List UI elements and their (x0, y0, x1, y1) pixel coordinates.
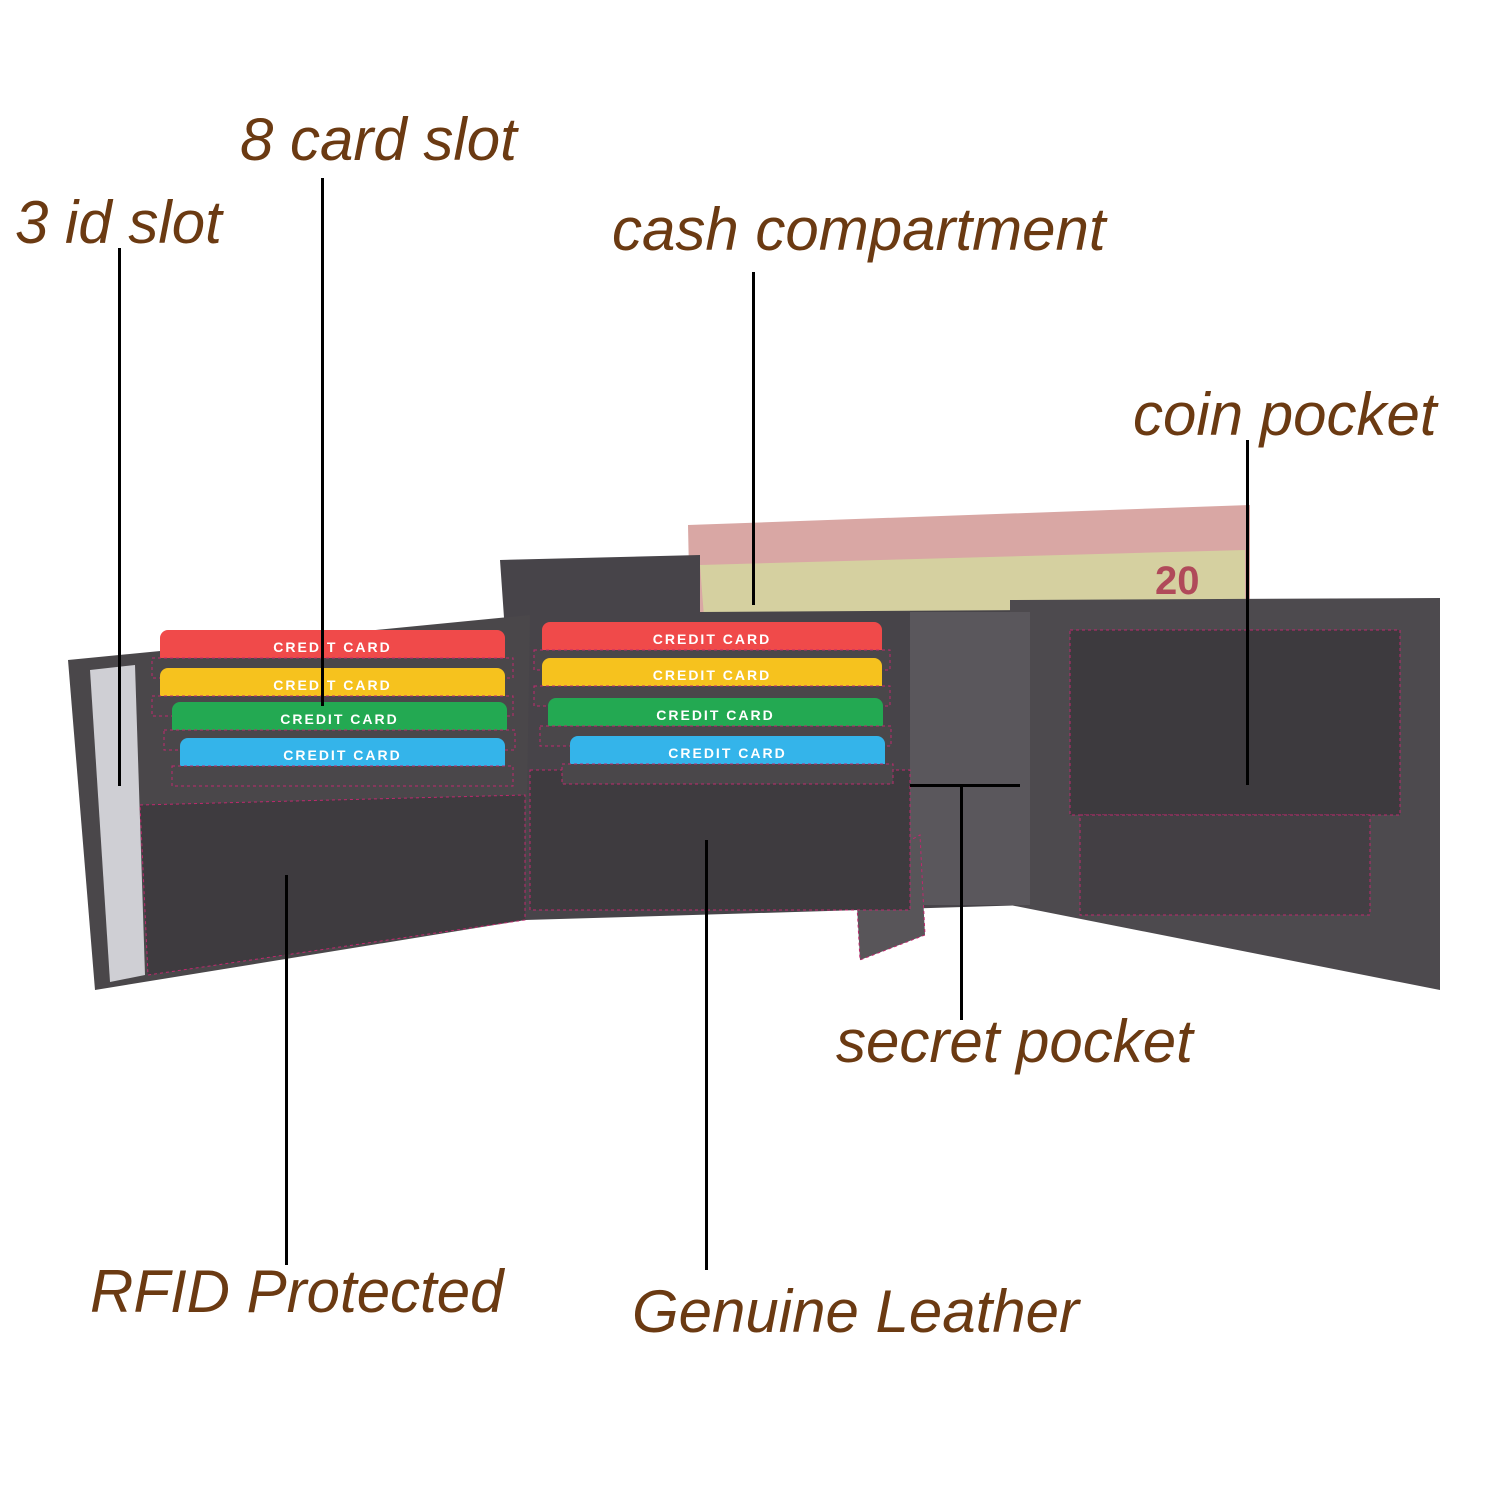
coin-pocket-flap (1069, 629, 1401, 816)
credit-card-text: CREDIT CARD (283, 747, 401, 763)
label-id-slot: 3 id slot (15, 189, 222, 256)
credit-card-text: CREDIT CARD (656, 707, 774, 723)
credit-card-text: CREDIT CARD (668, 745, 786, 761)
credit-card-text: CREDIT CARD (280, 711, 398, 727)
label-card-slot: 8 card slot (240, 106, 517, 173)
label-coin-pocket: coin pocket (1133, 381, 1437, 448)
left-pocket (139, 794, 526, 976)
label-genuine-leather: Genuine Leather (632, 1278, 1080, 1345)
banknote-denomination: 20 (1155, 559, 1200, 603)
leader-line-id-slot (118, 248, 121, 786)
credit-card-text: CREDIT CARD (653, 631, 771, 647)
leader-line-secret-h (910, 784, 1020, 787)
credit-card-text: CREDIT CARD (653, 667, 771, 683)
leader-line-card-slot (321, 178, 324, 706)
label-rfid-protected: RFID Protected (90, 1258, 504, 1325)
leader-line-leather (705, 840, 708, 1270)
label-cash-compartment: cash compartment (612, 196, 1106, 263)
card-slot-pocket (171, 765, 514, 787)
label-secret-pocket: secret pocket (836, 1008, 1193, 1075)
leader-line-coin (1246, 440, 1249, 785)
id-window (90, 665, 145, 982)
credit-card-text: CREDIT CARD (273, 639, 391, 655)
leader-line-rfid (285, 875, 288, 1265)
card-slot-pocket (561, 763, 894, 785)
credit-card-text: CREDIT CARD (273, 677, 391, 693)
secret-pocket-strip (910, 612, 1030, 905)
leader-line-cash (752, 272, 755, 605)
center-pocket (529, 769, 911, 911)
leader-line-secret-v (960, 784, 963, 1020)
coin-pocket (1079, 814, 1371, 916)
